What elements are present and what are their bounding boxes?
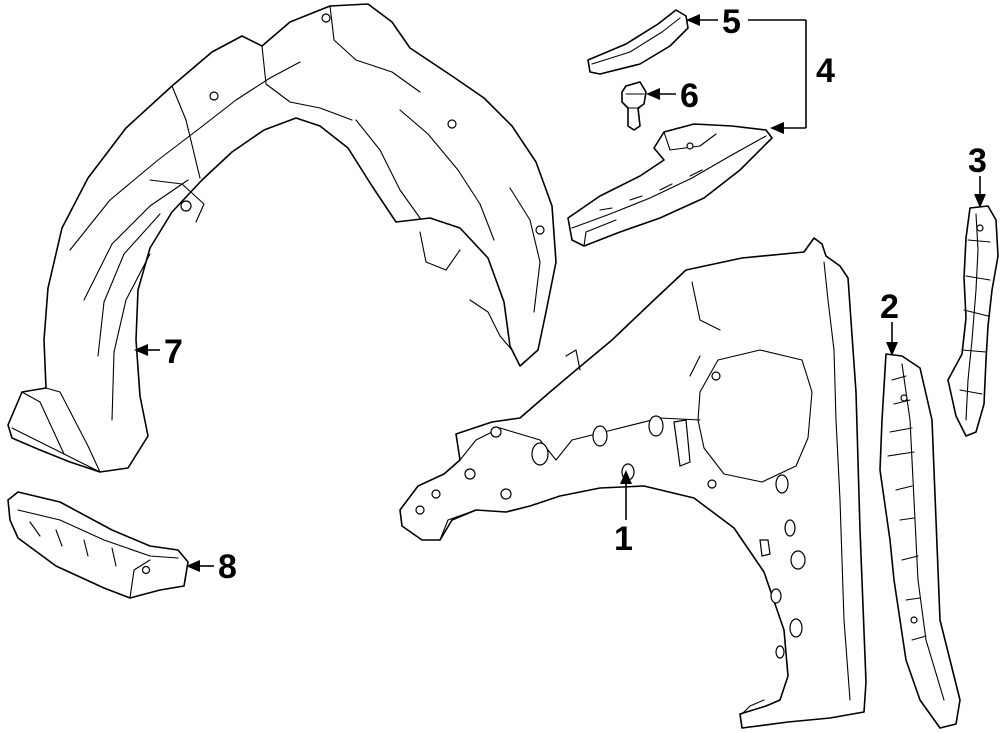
fender-bracket-part-3 (947, 205, 999, 437)
clip-part-6 (621, 81, 647, 131)
callout-1: 1 (614, 520, 633, 558)
callout-2: 2 (880, 288, 899, 326)
front-fender-part-1 (399, 237, 867, 729)
fender-seal-part-2 (879, 353, 961, 729)
callout-3: 3 (968, 142, 987, 180)
seal-strip-part-5 (587, 9, 689, 75)
callout-8: 8 (218, 548, 237, 586)
callout-4: 4 (816, 52, 835, 90)
lower-bracket-part-8 (7, 491, 189, 599)
fender-bracket-part-4 (567, 123, 773, 247)
fender-liner-part-7 (7, 3, 557, 473)
callout-7: 7 (164, 333, 183, 371)
leader-lines (134, 14, 986, 572)
callout-5: 5 (722, 3, 741, 41)
callout-6: 6 (680, 77, 699, 115)
